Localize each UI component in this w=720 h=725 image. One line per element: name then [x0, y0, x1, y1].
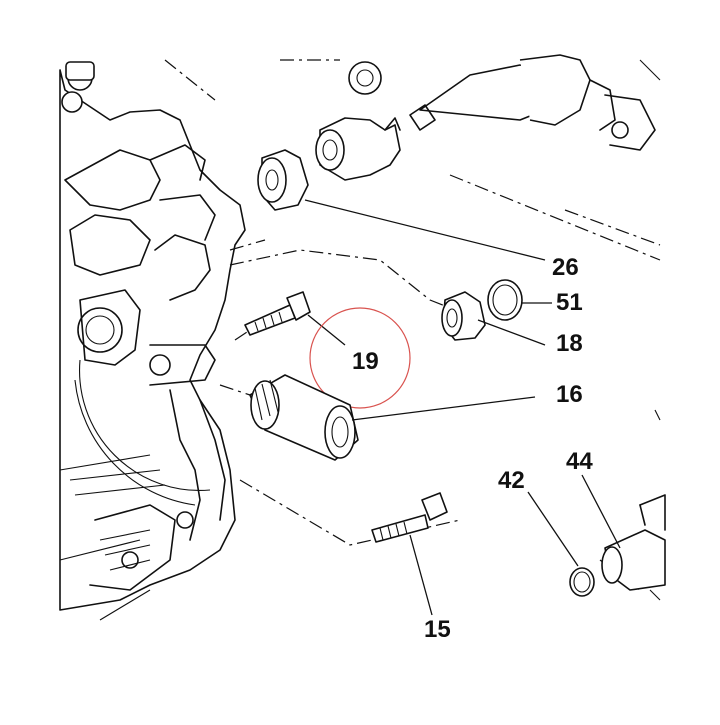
- callout-16: 16: [556, 381, 583, 408]
- part-19-screw: [244, 291, 346, 346]
- part-15-bolt: [371, 492, 448, 616]
- part-16-sleeve: [249, 374, 536, 461]
- part-51-circlip: [487, 279, 552, 321]
- callout-18: 18: [556, 330, 583, 357]
- engine-housing: [59, 61, 246, 621]
- part-44-shaft: [581, 474, 666, 601]
- assembly-axis-lines: [164, 59, 661, 591]
- part-18-bushing: [441, 291, 546, 346]
- callout-42: 42: [498, 467, 525, 494]
- callout-15: 15: [424, 616, 451, 643]
- callout-26: 26: [552, 254, 579, 281]
- callout-19: 19: [352, 348, 379, 375]
- highlight-circle-19: [309, 307, 411, 409]
- callout-44: 44: [566, 448, 593, 475]
- upper-shaft-assembly: [315, 54, 661, 181]
- part-26-bushing: [257, 149, 546, 261]
- part-42-ring: [527, 491, 595, 597]
- callout-51: 51: [556, 289, 583, 316]
- edge-fragment: [654, 409, 661, 421]
